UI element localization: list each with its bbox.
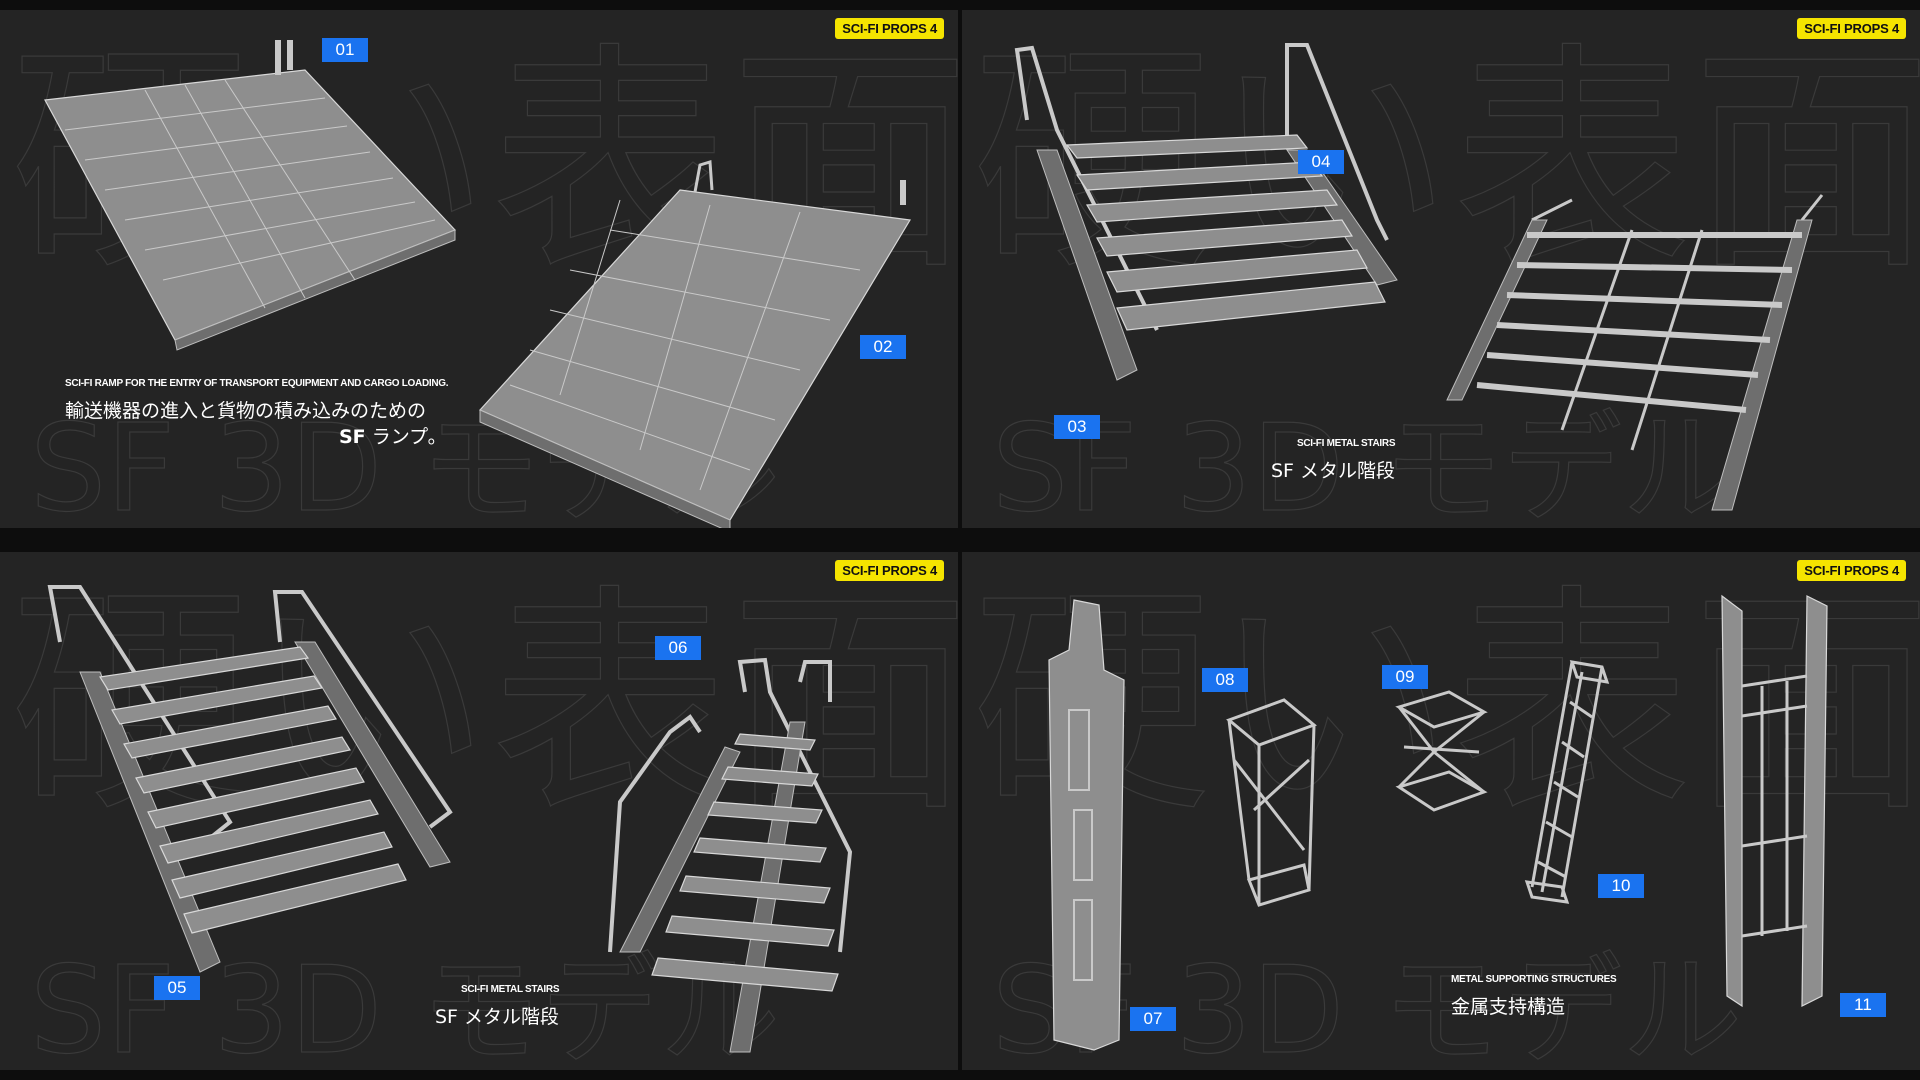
product-badge: SCI-FI PROPS 4 (835, 18, 944, 39)
caption-english: METAL SUPPORTING STRUCTURES (1451, 974, 1617, 985)
caption-japanese: 金属支持構造 (1451, 996, 1566, 1018)
stairs-model-05 (40, 582, 460, 992)
model-number-tag: 09 (1382, 665, 1428, 689)
caption-english: SCI-FI RAMP FOR THE ENTRY OF TRANSPORT E… (65, 378, 449, 389)
caption-sf: SF (339, 426, 366, 448)
support-model-10 (1522, 660, 1612, 904)
ramp-model-02 (478, 160, 911, 528)
stairs-model-03 (997, 40, 1427, 410)
caption-ramp: ランプ。 (365, 426, 447, 448)
model-number-tag: 01 (322, 38, 368, 62)
product-badge: SCI-FI PROPS 4 (1797, 560, 1906, 581)
panel-ramps: 硬い表面 SF 3D モデル SCI-FI PROPS 4 01 (0, 10, 958, 528)
ramp-model-01 (25, 40, 457, 351)
model-number-tag: 03 (1054, 415, 1100, 439)
model-number-tag: 07 (1130, 1007, 1176, 1031)
watermark-kanji: 硬い表面 (972, 22, 1920, 302)
support-model-09 (1394, 690, 1489, 812)
support-model-08 (1224, 698, 1319, 907)
caption-japanese-line2: SF ランプ。 (339, 422, 447, 449)
support-model-11 (1721, 594, 1832, 1016)
model-number-tag: 06 (655, 636, 701, 660)
product-badge: SCI-FI PROPS 4 (1797, 18, 1906, 39)
panel-supports: 硬い表面 SF 3D モデル SCI-FI PROPS 4 07 (962, 552, 1920, 1070)
stairs-model-06 (590, 652, 920, 1053)
stairs-model-04 (1442, 190, 1882, 520)
model-number-tag: 02 (860, 335, 906, 359)
watermark: 硬い表面 SF 3D モデル (971, 21, 1920, 528)
model-number-tag: 11 (1840, 993, 1886, 1017)
model-number-tag: 04 (1298, 150, 1344, 174)
model-number-tag: 08 (1202, 668, 1248, 692)
caption-english: SCI-FI METAL STAIRS (461, 984, 560, 995)
panel-stairs-a: 硬い表面 SF 3D モデル SCI-FI PROPS 4 03 (962, 10, 1920, 528)
watermark-sf3d: SF 3D モデル (30, 942, 780, 1070)
model-number-tag: 05 (154, 976, 200, 1000)
caption-english: SCI-FI METAL STAIRS (1297, 438, 1396, 449)
caption-japanese: SF メタル階段 (435, 1006, 560, 1028)
panel-stairs-b: 硬い表面 SF 3D モデル SCI-FI PROPS 4 05 (0, 552, 958, 1070)
caption-japanese: SF メタル階段 (1271, 460, 1396, 482)
product-badge: SCI-FI PROPS 4 (835, 560, 944, 581)
support-model-07 (1044, 599, 1134, 1051)
watermark-sf3d: SF 3D モデル (992, 400, 1742, 528)
model-number-tag: 10 (1598, 874, 1644, 898)
caption-japanese-line1: 輸送機器の進入と貨物の積み込みのための (65, 400, 427, 422)
